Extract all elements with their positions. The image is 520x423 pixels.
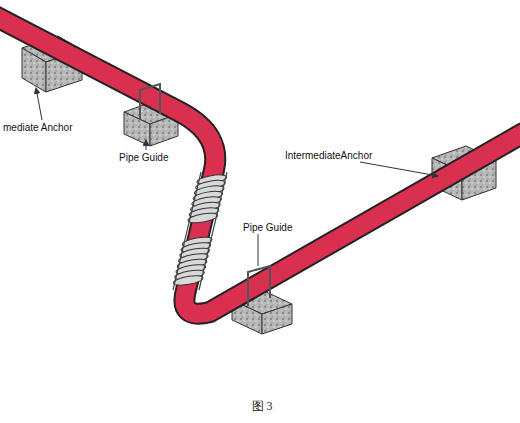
leader-line [36, 88, 438, 266]
figure-caption: 图 3 [252, 398, 273, 415]
callout-label: Pipe Guide [242, 222, 293, 233]
callout-label: mediate Anchor [2, 122, 74, 133]
callout-label: IntermediateAnchor [284, 150, 373, 161]
bellows-convolution [173, 274, 204, 287]
pipe [0, 16, 520, 314]
tie-rod [199, 172, 227, 290]
bellows-convolution [187, 211, 218, 224]
guide-strap [140, 84, 270, 306]
expansion-joint [173, 172, 227, 290]
callout-label: Pipe Guide [118, 152, 169, 163]
tie-rod [173, 172, 201, 290]
